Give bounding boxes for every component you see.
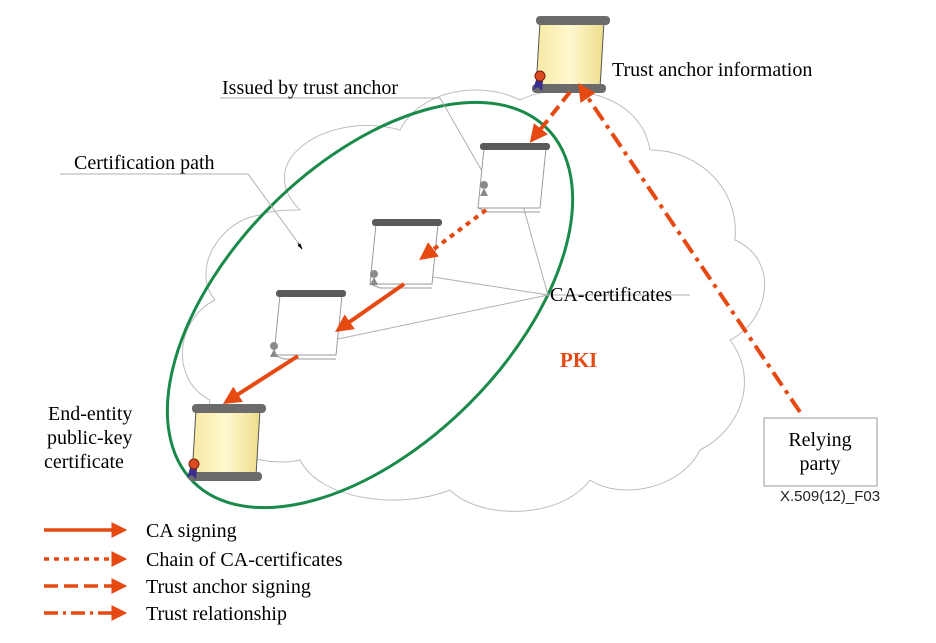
- seal-icon: [370, 270, 378, 285]
- ca-signing-arrow-2: [222, 354, 300, 404]
- issued-by-label: Issued by trust anchor: [222, 77, 398, 99]
- figure-id-label: X.509(12)_F03: [780, 488, 880, 505]
- legend-label-chain: Chain of CA-certificates: [146, 549, 343, 571]
- end-entity-label-3: certificate: [44, 451, 124, 473]
- relying-party-box: [763, 417, 878, 487]
- ca-cert-scroll-3-icon: [270, 290, 346, 360]
- end-entity-label-2: public-key: [47, 427, 133, 449]
- legend-label-ca-signing: CA signing: [146, 520, 237, 542]
- legend-label-trust-relationship: Trust relationship: [146, 603, 287, 625]
- end-entity-scroll-icon: [187, 404, 266, 481]
- seal-icon: [480, 181, 488, 196]
- trust-relationship-arrow: [577, 83, 802, 414]
- pki-label: PKI: [560, 348, 597, 372]
- legend: CA signing Chain of CA-certificates Trus…: [44, 520, 343, 625]
- seal-icon: [187, 458, 200, 479]
- end-entity-label-1: End-entity: [48, 403, 132, 425]
- seal-icon: [533, 70, 546, 91]
- ca-certificates-label: CA-certificates: [550, 284, 672, 306]
- trust-anchor-scroll-icon: [532, 16, 610, 93]
- ca-cert-scroll-1-icon: [477, 143, 550, 213]
- pki-cloud: [181, 89, 766, 512]
- chain-of-ca-certificates-arrow: [419, 208, 488, 261]
- trust-anchor-signing-arrow: [529, 90, 572, 143]
- relying-party-label-2: party: [799, 453, 840, 475]
- legend-label-trust-anchor-signing: Trust anchor signing: [146, 576, 311, 598]
- relying-party-label-1: Relying: [788, 429, 851, 451]
- ca-cert-scroll-2-icon: [369, 219, 442, 289]
- seal-icon: [270, 342, 278, 357]
- certification-path-label: Certification path: [74, 152, 215, 174]
- ca-signing-arrow-1: [335, 282, 406, 333]
- trust-anchor-info-label: Trust anchor information: [612, 59, 812, 81]
